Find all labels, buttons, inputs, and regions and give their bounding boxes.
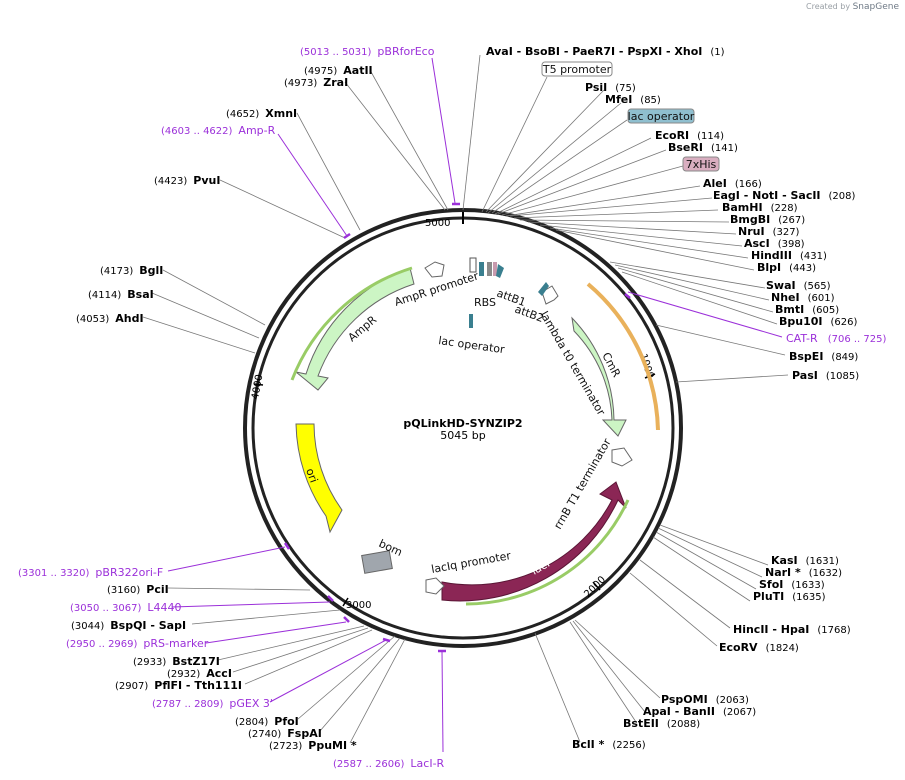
site-label: AvaI - BsoBI - PaeR7I - PspXI - XhoI(1) <box>486 45 725 58</box>
site-label: NarI *(1632) <box>765 566 842 579</box>
boxed-feature-7xhis: 7xHis <box>682 156 720 172</box>
laci-r-band <box>465 499 630 606</box>
primer-marks <box>283 202 631 653</box>
leader-lines <box>142 54 789 744</box>
site-label: (2933)BstZ17I <box>133 655 220 668</box>
site-label: HindIII(431) <box>751 249 827 262</box>
tick-mark-3000 <box>342 597 349 607</box>
his-tag-mark <box>493 262 497 276</box>
site-label: (4973)ZraI <box>284 76 348 89</box>
site-label: EcoRI(114) <box>655 129 724 142</box>
site-label: ApaI - BanII(2067) <box>643 705 756 718</box>
site-label: (2907)PflFI - Tth111I <box>115 679 242 692</box>
site-label: (4053)AhdI <box>76 312 144 325</box>
site-label: (2723)PpuMI * <box>269 739 357 752</box>
primer-label-prs-marker: (2950 .. 2969)pRS-marker <box>66 637 209 650</box>
site-label: BamHI(228) <box>722 201 798 214</box>
rbs-label: RBS <box>474 296 496 309</box>
site-label: (4652)XmnI <box>226 107 297 120</box>
site-label: (2932)AccI <box>167 667 232 680</box>
primer-label-pgex-3: (2787 .. 2809)pGEX 3' <box>152 697 273 710</box>
lac-operator-mark <box>479 262 484 276</box>
attb2-mark <box>538 282 549 296</box>
svg-text:7xHis: 7xHis <box>686 158 717 171</box>
tick-mark-4000 <box>253 383 264 386</box>
ampr-arrow <box>295 267 415 391</box>
tick-5000: 5000 <box>425 218 450 229</box>
tick-mark-2000 <box>592 581 601 591</box>
site-label: PspOMI(2063) <box>661 693 749 706</box>
laci-arrow <box>441 481 627 602</box>
primer-labels: (5013 .. 5031)pBRforEco (4603 .. 4622)Am… <box>18 45 886 770</box>
site-label: (3160)PciI <box>107 583 169 596</box>
t5-promoter-mark <box>469 257 477 273</box>
site-label: PsiI(75) <box>585 81 636 94</box>
lambda-t0-terminator-arrow <box>541 285 559 305</box>
site-label: BseRI(141) <box>668 141 738 154</box>
site-label: AscI(398) <box>744 237 805 250</box>
site-label: (4173)BglI <box>100 264 163 277</box>
tick-3000: 3000 <box>346 600 371 611</box>
bom-feature <box>361 550 393 574</box>
amp-r-band <box>290 266 413 381</box>
primer-label-cat-r: CAT-R(706 .. 725) <box>786 332 886 345</box>
lac-operator-inner-label: lac operator <box>438 334 506 356</box>
credit-prefix: Created by <box>806 2 851 11</box>
site-label: (4114)BsaI <box>88 288 154 301</box>
boxed-feature-lac-operator: lac operator <box>627 108 695 124</box>
site-label: MfeI(85) <box>605 93 661 106</box>
site-label: (2804)PfoI <box>235 715 299 728</box>
site-label: (4975)AatII <box>304 64 373 77</box>
site-label: PluTI(1635) <box>753 590 826 603</box>
primer-label-l4440: (3050 .. 3067)L4440 <box>70 601 182 614</box>
site-label: BspEI(849) <box>789 350 858 363</box>
site-label: Bpu10I(626) <box>779 315 857 328</box>
tick-4000: 4000 <box>250 374 265 401</box>
lac-operator-inner-mark <box>469 314 473 328</box>
site-label: EcoRV(1824) <box>719 641 799 654</box>
site-label: BlpI(443) <box>757 261 816 274</box>
site-label: SwaI(565) <box>766 279 831 292</box>
primer-leaders <box>167 57 783 753</box>
snapgene-credit: Created by SnapGene <box>806 2 899 12</box>
site-label: BmtI(605) <box>775 303 839 316</box>
boxed-feature-t5-promoter: T5 promoter <box>541 61 613 77</box>
site-label: AleI(166) <box>703 177 762 190</box>
ampr-promoter-arrow <box>424 261 445 278</box>
attb1-mark <box>496 264 504 278</box>
site-label: BmgBI(267) <box>730 213 805 226</box>
rbs-mark <box>487 262 492 276</box>
cat-r-band <box>586 282 660 431</box>
site-label: KasI(1631) <box>771 554 839 567</box>
ori-arrow <box>295 423 343 534</box>
site-label: BstEII(2088) <box>623 717 700 730</box>
site-labels: AvaI - BsoBI - PaeR7I - PspXI - XhoI(1) … <box>71 45 859 752</box>
plasmid-name: pQLinkHD-SYNZIP2 <box>403 417 522 430</box>
site-label: BclI *(2256) <box>572 738 646 751</box>
site-label: SfoI(1633) <box>759 578 825 591</box>
snapgene-logo-text: SnapGene <box>852 2 899 12</box>
site-label: EagI - NotI - SacII(208) <box>713 189 856 202</box>
svg-text:T5 promoter: T5 promoter <box>542 63 612 76</box>
primer-label-amp-r: (4603 .. 4622)Amp-R <box>161 124 276 137</box>
laciq-promoter-arrow <box>425 577 445 595</box>
site-label: HincII - HpaI(1768) <box>733 623 851 636</box>
rrnb-t1-terminator-arrow <box>611 447 633 467</box>
laciq-promoter-label: lacIq promoter <box>430 549 512 576</box>
plasmid-length: 5045 bp <box>440 429 485 442</box>
site-label: NruI(327) <box>738 225 800 238</box>
site-label: (2740)FspAI <box>248 727 322 740</box>
ori-label: ori <box>303 467 320 485</box>
site-label: PasI(1085) <box>792 369 859 382</box>
site-label: (4423)PvuI <box>154 174 220 187</box>
cmr-arrow <box>571 316 627 437</box>
svg-text:lac operator: lac operator <box>628 110 695 123</box>
site-label: (3044)BspQI - SapI <box>71 619 186 632</box>
primer-label-pbrforeco: (5013 .. 5031)pBRforEco <box>300 45 435 58</box>
primer-label-laci-r: (2587 .. 2606)LacI-R <box>333 757 445 770</box>
primer-label-pbr322ori-f: (3301 .. 3320)pBR322ori-F <box>18 566 163 579</box>
site-label: NheI(601) <box>771 291 835 304</box>
